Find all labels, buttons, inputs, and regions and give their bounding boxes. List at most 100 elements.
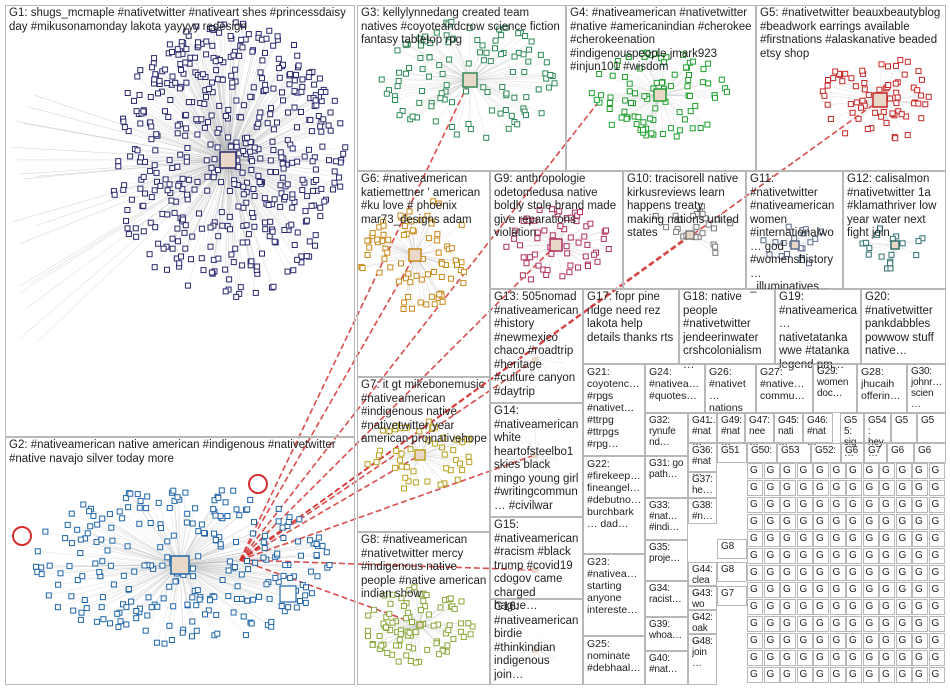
small-group-cell: G xyxy=(863,616,879,632)
group-label-g35: G35: proje… xyxy=(649,542,685,564)
small-group-cell: G xyxy=(813,480,829,496)
small-group-cell: G xyxy=(846,650,862,666)
group-box-g62: G5 xyxy=(891,413,917,443)
group-label-g30: G30: johnr… scien… xyxy=(911,366,943,410)
small-group-cell: G xyxy=(863,565,879,581)
group-label-g7: G7: it gt mikebonemusic #nativeamerican … xyxy=(361,379,487,447)
small-group-cell: G xyxy=(929,480,945,496)
group-box-g14: G14: #nativeamerican white heartofsteelb… xyxy=(490,403,583,517)
small-group-cell: G xyxy=(830,565,846,581)
group-box-g44: G44: clea… xyxy=(688,562,717,586)
small-group-cell: G xyxy=(830,616,846,632)
group-box-g22: G22: #firekeep… fineangel… #debutno… bur… xyxy=(583,456,645,554)
small-group-cell: G xyxy=(929,531,945,547)
group-label-g44: G44: clea… xyxy=(692,564,714,597)
small-group-cell-label: G xyxy=(750,550,760,561)
small-group-cell-label: G xyxy=(932,465,942,476)
group-box-g31: G31: go path… xyxy=(645,456,688,498)
small-group-cell: G xyxy=(896,616,912,632)
small-group-cell-label: G xyxy=(932,499,942,510)
small-group-cell: G xyxy=(747,633,763,649)
small-group-cell-label: G xyxy=(816,499,826,510)
group-label-g1: G1: shugs_mcmaple #nativetwitter #native… xyxy=(9,7,352,34)
small-group-cell-label: G xyxy=(849,465,859,476)
small-group-cell-label: G xyxy=(932,567,942,578)
group-box-g39: G39: whoa… xyxy=(645,617,688,651)
small-group-cell-label: G xyxy=(849,635,859,646)
small-group-cell-label: G xyxy=(932,635,942,646)
small-group-cell-label: G xyxy=(767,516,777,527)
group-box-g5: G5: #nativetwitter beauxbeautyblog #bead… xyxy=(756,5,946,171)
small-group-cell: G xyxy=(830,667,846,683)
small-group-cell: G xyxy=(813,497,829,513)
group-label-g50: G50: xyxy=(751,445,774,456)
group-box-g1: G1: shugs_mcmaple #nativetwitter #native… xyxy=(5,5,355,437)
small-group-cell-label: G xyxy=(899,618,909,629)
small-group-cell: G xyxy=(929,548,945,564)
small-group-cell: G xyxy=(879,531,895,547)
small-group-cell: G xyxy=(846,633,862,649)
small-group-cell: G xyxy=(797,599,813,615)
small-group-cell-label: G xyxy=(783,652,793,663)
group-box-g15: G15: #nativeamerican #racism #black trum… xyxy=(490,517,583,599)
small-group-cell: G xyxy=(912,582,928,598)
small-group-cell: G xyxy=(780,531,796,547)
small-group-cell: G xyxy=(797,497,813,513)
small-group-cell-label: G xyxy=(915,584,925,595)
small-group-cell-label: G xyxy=(767,584,777,595)
small-group-cell: G xyxy=(780,497,796,513)
group-label-g28: G28: jhucaih offerin… xyxy=(861,366,904,402)
group-label-g32: G32: rynufe nd… xyxy=(649,415,685,448)
small-group-cell-label: G xyxy=(932,533,942,544)
group-label-g14: G14: #nativeamerican white heartofsteelb… xyxy=(494,405,580,513)
group-box-g58: G8 xyxy=(717,539,747,559)
group-label-g3: G3: kellylynnedang created team natives … xyxy=(361,7,563,48)
small-group-cell-label: G xyxy=(915,516,925,527)
small-group-cell: G xyxy=(747,463,763,479)
small-group-cell-label: G xyxy=(849,584,859,595)
small-group-cell-label: G xyxy=(849,550,859,561)
small-group-cell: G xyxy=(879,480,895,496)
group-box-g51: G51 xyxy=(717,443,747,463)
group-label-g39: G39: whoa… xyxy=(649,619,685,641)
small-group-cell: G xyxy=(912,616,928,632)
small-group-cell: G xyxy=(929,497,945,513)
small-group-cell: G xyxy=(797,565,813,581)
group-box-g6: G6: #nativeamerican katiemettner ' ameri… xyxy=(357,171,490,377)
small-group-cell-label: G xyxy=(816,618,826,629)
small-group-cell-label: G xyxy=(899,482,909,493)
small-group-cell-label: G xyxy=(899,567,909,578)
small-group-cell-label: G xyxy=(816,584,826,595)
group-box-g21: G21: coyotenc… #rpgs #nativet… #ttrpg #t… xyxy=(583,364,645,456)
small-group-cell-label: G xyxy=(750,499,760,510)
small-group-cell-label: G xyxy=(899,584,909,595)
group-box-g50: G50: xyxy=(747,443,777,463)
small-group-cell-label: G xyxy=(915,482,925,493)
small-group-cell-label: G xyxy=(833,635,843,646)
small-group-cell-label: G xyxy=(882,516,892,527)
group-box-g38: G38: #n… xyxy=(688,498,717,524)
small-group-cell-label: G xyxy=(866,516,876,527)
small-group-cell-label: G xyxy=(899,465,909,476)
small-group-cell: G xyxy=(830,599,846,615)
group-label-g29: G29: women doc… xyxy=(817,366,854,399)
small-group-cell-label: G xyxy=(816,601,826,612)
group-label-g58: G8 xyxy=(721,541,744,552)
small-group-cell-label: G xyxy=(767,618,777,629)
group-label-g18: G18: native people #nativetwitter jendee… xyxy=(683,291,772,372)
small-group-cell: G xyxy=(846,582,862,598)
small-group-cell: G xyxy=(912,599,928,615)
small-group-cell: G xyxy=(764,548,780,564)
small-group-cell: G xyxy=(780,463,796,479)
small-group-cell-label: G xyxy=(866,584,876,595)
small-group-cell: G xyxy=(846,548,862,564)
small-group-cell: G xyxy=(846,514,862,530)
small-group-cell-label: G xyxy=(783,618,793,629)
small-group-cell: G xyxy=(863,650,879,666)
group-label-g21: G21: coyotenc… #rpgs #nativet… #ttrpg #t… xyxy=(587,366,642,450)
group-label-g9: G9: anthropologie odetomedusa native bol… xyxy=(494,173,620,241)
group-box-g19: G19: #nativeamerica… nativetatanka wwe #… xyxy=(775,289,861,364)
small-group-cell-label: G xyxy=(866,567,876,578)
small-group-cell: G xyxy=(929,514,945,530)
small-group-cell-label: G xyxy=(750,652,760,663)
